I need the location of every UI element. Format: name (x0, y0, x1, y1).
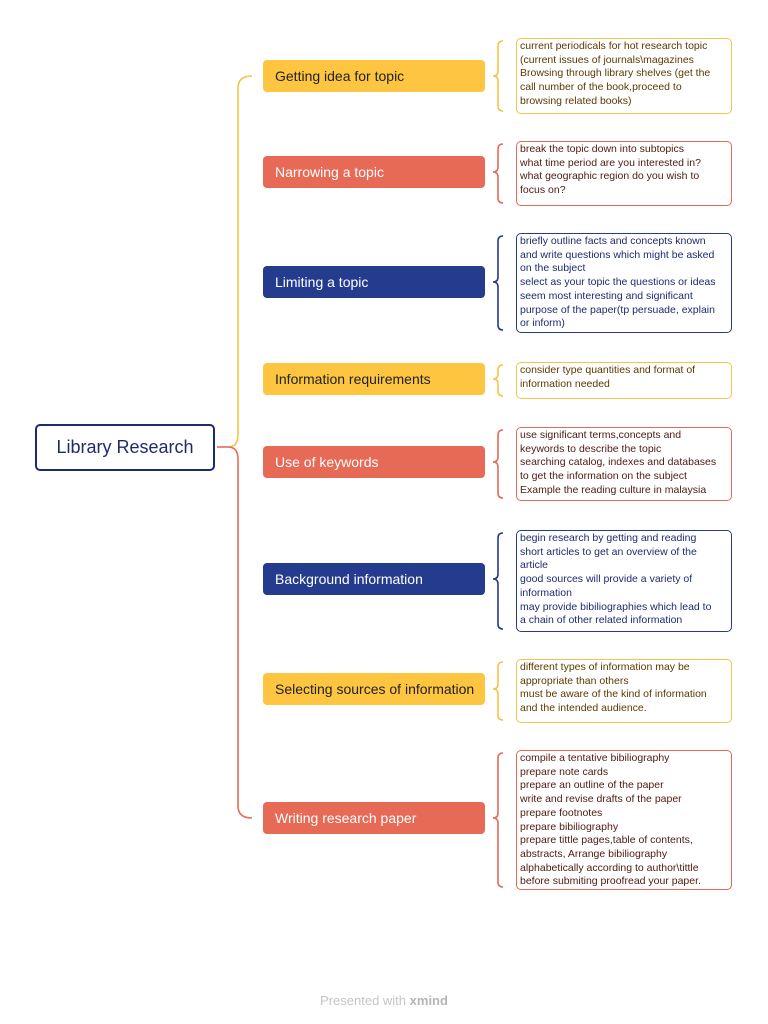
note-line: Browsing through library shelves (get th… (520, 67, 711, 80)
note-line: purpose of the paper(tp persuade, explai… (520, 303, 715, 316)
topic-node[interactable]: Writing research paper (263, 802, 485, 834)
note-line: article (520, 559, 549, 572)
note-line: must be aware of the kind of information (520, 688, 707, 701)
topic-label: Getting idea for topic (275, 68, 405, 84)
note-line: information (520, 586, 572, 599)
topic-label: Information requirements (275, 371, 431, 387)
note-line: and the intended audience. (520, 702, 647, 715)
brace-connector (492, 143, 504, 204)
note-line: begin research by getting and reading (520, 532, 697, 544)
note-line: or inform) (520, 317, 565, 330)
footer: Presented with xmind (320, 993, 448, 1008)
note-line: information needed (520, 377, 610, 390)
note-line: compile a tentative bibiliography (520, 752, 670, 764)
topic-node[interactable]: Background information (263, 563, 485, 595)
brace-connector (492, 752, 504, 888)
brace-connector (492, 40, 504, 112)
note-line: prepare tittle pages,table of contents, (520, 834, 693, 847)
topic-label: Use of keywords (275, 454, 379, 470)
note-box[interactable]: briefly outline facts and concepts known… (516, 233, 732, 333)
topic-node[interactable]: Information requirements (263, 363, 485, 395)
brace-connector (492, 532, 504, 630)
main-branch-lower (227, 446, 253, 819)
note-line: short articles to get an overview of the (520, 545, 697, 558)
brace-connector (492, 429, 504, 499)
note-line: browsing related books) (520, 94, 632, 107)
note-line: (current issues of journals\magazines (520, 53, 694, 66)
note-line: Example the reading culture in malaysia (520, 483, 707, 496)
topic-node[interactable]: Selecting sources of information (263, 673, 485, 705)
note-line: good sources will provide a variety of (520, 573, 693, 586)
brace-connector (492, 364, 504, 397)
note-line: consider type quantities and format of (520, 364, 696, 376)
note-line: current periodicals for hot research top… (520, 40, 708, 52)
note-line: a chain of other related information (520, 614, 683, 627)
xmind-logo: xmind (409, 993, 448, 1008)
note-line: seem most interesting and significant (520, 289, 693, 302)
topic-node[interactable]: Use of keywords (263, 446, 485, 478)
note-line: write and revise drafts of the paper (520, 793, 682, 806)
note-line: use significant terms,concepts and (520, 429, 682, 441)
brace-connector (492, 235, 504, 331)
note-line: what time period are you interested in? (520, 156, 701, 169)
note-line: prepare footnotes (520, 806, 603, 819)
topic-label: Writing research paper (275, 810, 417, 826)
note-line: appropriate than others (520, 674, 629, 687)
topic-node[interactable]: Narrowing a topic (263, 156, 485, 188)
note-line: what geographic region do you wish to (520, 170, 700, 183)
note-line: searching catalog, indexes and databases (520, 456, 717, 469)
note-box[interactable]: current periodicals for hot research top… (516, 38, 732, 114)
note-line: alphabetically according to author\tittl… (520, 861, 699, 874)
note-line: keywords to describe the topic (520, 442, 662, 455)
note-line: select as your topic the questions or id… (520, 276, 716, 289)
topic-label: Background information (275, 571, 423, 587)
note-line: before submiting proofread your paper. (520, 875, 701, 888)
brace-connector (492, 661, 504, 721)
topic-label: Selecting sources of information (275, 681, 475, 697)
note-line: to get the information on the subject (520, 470, 687, 483)
note-line: on the subject (520, 262, 586, 275)
note-line: and write questions which might be asked (520, 248, 715, 261)
topic-node[interactable]: Limiting a topic (263, 266, 485, 298)
note-line: different types of information may be (520, 661, 690, 673)
main-branch-upper (227, 75, 253, 448)
topic-label: Narrowing a topic (275, 164, 384, 180)
note-line: break the topic down into subtopics (520, 143, 685, 155)
note-line: briefly outline facts and concepts known (520, 235, 706, 247)
note-line: focus on? (520, 184, 566, 197)
note-line: prepare bibiliography (520, 820, 619, 833)
note-line: abstracts, Arrange bibiliography (520, 847, 668, 860)
root-topic[interactable]: Library Research (35, 424, 215, 471)
note-line: may provide bibiliographies which lead t… (520, 600, 712, 613)
topic-node[interactable]: Getting idea for topic (263, 60, 485, 92)
note-line: prepare an outline of the paper (520, 779, 664, 792)
note-line: prepare note cards (520, 765, 609, 778)
topic-label: Limiting a topic (275, 274, 369, 290)
note-line: call number of the book,proceed to (520, 81, 682, 94)
